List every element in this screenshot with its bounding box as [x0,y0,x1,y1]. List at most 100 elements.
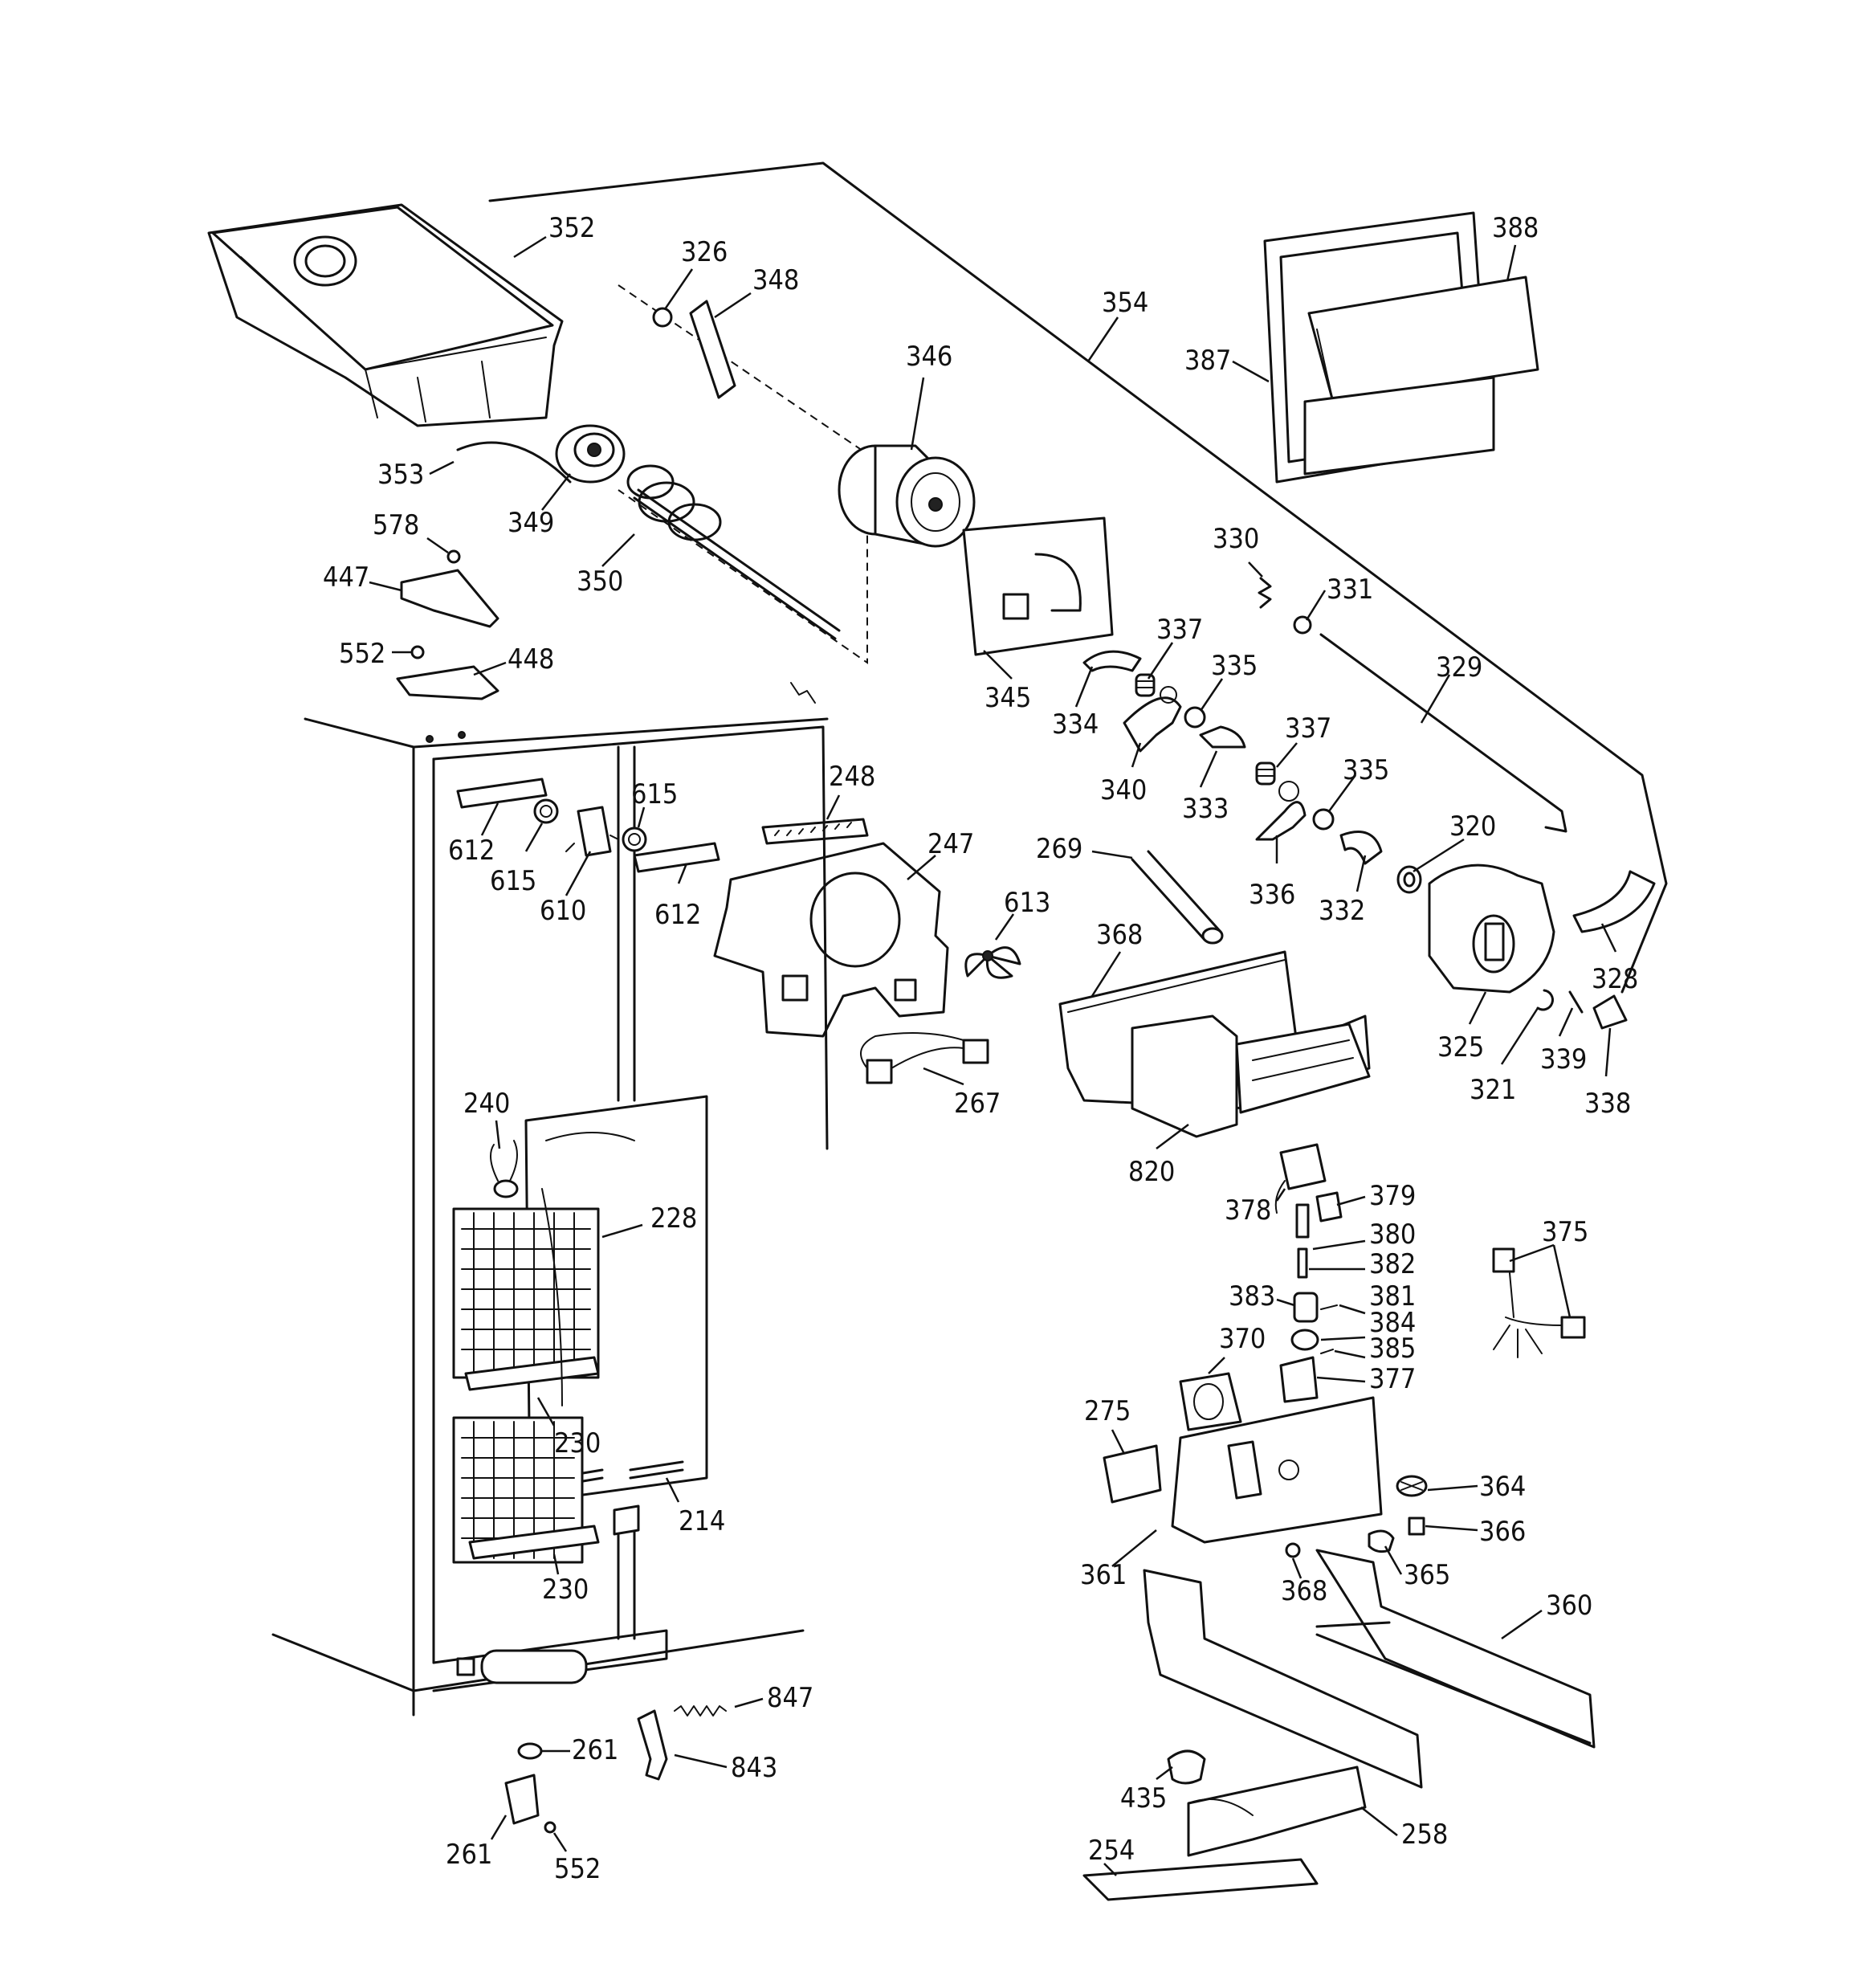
spring-847 [674,1705,727,1717]
label-447: 447 [323,561,369,594]
fan-blade-613 [964,946,1021,979]
label-348: 348 [752,264,799,296]
label-331: 331 [1327,574,1373,606]
mounting-bracket-361 [1171,1396,1383,1544]
label-370: 370 [1219,1323,1266,1355]
label-269: 269 [1036,833,1082,865]
spring-330 [1258,577,1272,609]
label-230b: 230 [542,1574,589,1606]
label-435: 435 [1120,1782,1167,1815]
trim-254 [1082,1858,1319,1901]
defrost-heater-230b [468,1525,600,1560]
label-354: 354 [1102,287,1148,319]
label-337b: 337 [1285,712,1331,745]
plate-275 [1103,1444,1162,1504]
lever-334 [1082,650,1142,672]
ice-bucket-352 [207,203,564,427]
label-275: 275 [1084,1395,1131,1427]
cam-336 [1255,781,1307,841]
terminal-block-248 [761,818,869,845]
label-552a: 552 [339,638,385,670]
auger-drum-346 [838,444,976,548]
label-578: 578 [373,509,419,541]
label-261a: 261 [572,1734,618,1766]
bracket-447 [400,569,499,628]
label-247: 247 [927,828,974,860]
auger-dashed-frame [618,284,868,664]
defrost-heater-230a [464,1356,600,1391]
washer-385 [1320,1349,1334,1354]
label-379: 379 [1369,1180,1416,1212]
fill-tube-269 [1131,850,1224,945]
label-366: 366 [1479,1516,1526,1548]
sleeve-383 [1293,1292,1319,1323]
label-365: 365 [1404,1559,1450,1591]
washer-335a [1184,706,1206,729]
solenoid-coil-378 [1274,1143,1327,1214]
clip-321 [1536,989,1554,1011]
screw-552b [544,1821,556,1834]
label-230a: 230 [554,1427,601,1459]
light-socket-615a [533,798,559,824]
label-388: 388 [1492,212,1539,244]
label-335a: 335 [1211,650,1258,682]
label-361: 361 [1080,1559,1127,1591]
freezer-outline [488,161,1668,994]
screw-578 [446,549,461,564]
chute-328 [1572,870,1656,933]
wire-harness-267 [860,1032,989,1084]
label-615a: 615 [631,778,678,810]
label-615b: 615 [490,865,536,897]
actuator-435 [1167,1749,1206,1785]
label-364: 364 [1479,1471,1526,1503]
auger-350 [626,464,841,640]
label-368a: 368 [1096,919,1143,951]
clip-331 [1293,615,1312,635]
label-612a: 612 [448,835,495,867]
label-332: 332 [1319,895,1365,927]
cam-340 [1123,686,1182,753]
label-261b: 261 [446,1839,492,1871]
screw-552 [410,645,425,659]
label-333: 333 [1182,793,1229,825]
label-248: 248 [829,761,875,793]
housing-plate-345 [962,516,1114,656]
label-321: 321 [1470,1074,1516,1106]
label-847: 847 [767,1682,813,1714]
thermostat-610 [565,806,619,857]
nut-366 [1408,1517,1425,1536]
guide-258 [1187,1766,1367,1857]
label-552b: 552 [554,1853,601,1885]
label-326: 326 [681,236,728,268]
label-330: 330 [1213,523,1259,555]
label-820: 820 [1128,1156,1175,1188]
motor-370 [1179,1372,1242,1431]
ice-bucket-shield-353 [456,441,572,484]
label-378: 378 [1225,1194,1271,1227]
label-346: 346 [906,341,952,373]
frame-360 [1143,1549,1596,1789]
defrost-thermostat-240 [490,1140,519,1198]
nut-326 [652,307,673,328]
label-340: 340 [1100,774,1147,806]
part-labels: 352 326 348 346 354 388 387 353 349 578 … [323,212,1638,1885]
label-350: 350 [577,565,623,598]
lever-332 [1339,831,1383,865]
label-612b: 612 [654,899,701,931]
spring-337b [1255,761,1276,786]
plunger-380 [1295,1203,1310,1239]
spring-382 [1297,1247,1308,1279]
label-381: 381 [1369,1280,1416,1312]
label-610: 610 [540,895,586,927]
label-380: 380 [1369,1219,1416,1251]
label-336: 336 [1249,879,1295,911]
label-337a: 337 [1156,614,1203,646]
label-334: 334 [1052,708,1099,741]
label-382: 382 [1369,1248,1416,1280]
rod-329 [1319,633,1567,833]
cabinet-outline [271,682,829,1717]
label-843: 843 [731,1752,777,1784]
label-383: 383 [1229,1280,1275,1312]
label-613: 613 [1004,887,1050,919]
